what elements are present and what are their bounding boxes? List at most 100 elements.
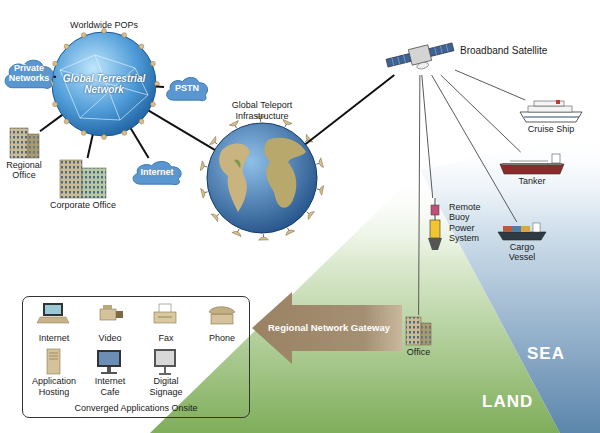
- application-item: Phone: [197, 301, 247, 345]
- teleport-globe-part: [234, 159, 241, 168]
- satellite-dish: [280, 119, 292, 129]
- satellite-dish: [316, 184, 324, 195]
- node-label: Global Teleport Infrastructure: [220, 100, 304, 121]
- network-link: [156, 86, 164, 88]
- application-item: Internet: [29, 301, 79, 345]
- node-label: Regional Network Gateway: [268, 323, 390, 334]
- dish-post: [238, 229, 239, 232]
- dish-post: [263, 234, 264, 237]
- applications-box: Converged Applications Onsite InternetVid…: [22, 296, 250, 418]
- ship-node: Cruise Ship: [520, 100, 582, 122]
- dish-bowl: [306, 210, 314, 220]
- node-label: Phone: [197, 333, 247, 343]
- building-node: Regional Office: [8, 128, 40, 158]
- corporate-office-building: [60, 160, 106, 198]
- cafe-computer-icon-part: [107, 367, 111, 372]
- satellite-dish: [304, 208, 315, 220]
- regional-office-building-part: [10, 128, 28, 158]
- satellite-dish: [232, 227, 244, 237]
- building-node: Corporate Office: [58, 158, 108, 198]
- satellite-dish: [211, 210, 222, 222]
- node-label: Global Terrestrial Network: [62, 73, 146, 96]
- fax-icon: [154, 304, 176, 323]
- network-cloud: Internet: [130, 158, 184, 186]
- tanker-ship-part: [510, 161, 548, 162]
- terrestrial-globe-node: Worldwide POPsGlobal Terrestrial Network: [52, 32, 156, 136]
- buoy-part: [431, 205, 439, 215]
- signage-icon-part: [159, 373, 171, 375]
- office-building-part: [406, 317, 421, 345]
- regional-office-building-part: [10, 128, 28, 158]
- dish-bowl: [258, 237, 268, 240]
- building-node: Office: [405, 315, 432, 345]
- video-camera-icon-part: [100, 309, 116, 320]
- sea-label: SEA: [527, 344, 565, 364]
- dish-post: [215, 142, 217, 144]
- node-label: Cruise Ship: [528, 124, 575, 134]
- dish-bowl: [201, 188, 206, 198]
- teleport-globe-part: [264, 138, 306, 208]
- node-label: Remote Buoy Power System: [449, 202, 495, 243]
- node-label: PSTN: [175, 83, 199, 93]
- cargo-vessel-part: [533, 223, 540, 232]
- application-item: Internet Cafe: [85, 347, 135, 399]
- node-label: Fax: [141, 333, 191, 343]
- buoy-part: [428, 238, 442, 250]
- node-label: Internet: [140, 167, 173, 177]
- dish-bowl: [318, 158, 323, 168]
- regional-office-building: [10, 128, 39, 158]
- satellite-part: [392, 44, 448, 65]
- cafe-computer-icon-part: [101, 372, 117, 374]
- cargo-vessel-part: [521, 226, 530, 232]
- dish-bowl: [229, 121, 239, 128]
- network-link: [40, 115, 62, 131]
- buoy-part: [430, 220, 440, 238]
- satellite-dish: [283, 226, 295, 236]
- cruise-ship-part: [528, 106, 572, 112]
- node-label: Regional Office: [1, 160, 47, 181]
- video-camera-icon-part: [103, 305, 112, 309]
- node-label: Corporate Office: [50, 200, 116, 210]
- cruise-ship-part: [556, 100, 560, 104]
- corporate-office-building-part: [60, 160, 82, 198]
- satellite-dish: [200, 161, 208, 172]
- cafe-computer-icon-part: [97, 350, 121, 367]
- cruise-ship-part: [524, 117, 579, 118]
- server-icon-part: [47, 349, 60, 374]
- satellite-part: [408, 45, 431, 65]
- node-label: Converged Applications Onsite: [23, 403, 249, 413]
- cruise-ship-part: [534, 101, 564, 106]
- buoy: [428, 198, 442, 250]
- pop-dot: [64, 44, 69, 49]
- office-building: [406, 317, 431, 345]
- signage-icon-part: [154, 349, 176, 367]
- network-link: [305, 75, 394, 144]
- corporate-office-building-part: [82, 168, 106, 198]
- tanker-ship-part: [552, 154, 560, 163]
- node-label: Video: [85, 333, 135, 343]
- network-link: [149, 111, 215, 150]
- corporate-office-building-part: [60, 160, 82, 198]
- node-label: Cargo Vessel: [500, 242, 544, 263]
- network-link: [131, 129, 149, 159]
- cafe-computer-icon-part: [99, 352, 119, 365]
- video-camera-icon-part: [116, 311, 123, 318]
- application-item: Video: [85, 301, 135, 345]
- corporate-office-building-part: [82, 168, 106, 198]
- fax-icon-part: [154, 312, 176, 323]
- terrestrial-globe-part: [52, 32, 156, 136]
- satellite-link: [432, 75, 517, 222]
- cloud-outline: [167, 77, 208, 100]
- fax-icon-part: [158, 317, 172, 318]
- application-item: Application Hosting: [29, 347, 79, 399]
- pop-dot: [139, 44, 144, 49]
- laptop-icon-part: [45, 305, 61, 314]
- pop-dot: [122, 33, 127, 38]
- dish-post: [285, 124, 286, 127]
- pop-dot: [102, 135, 107, 140]
- dish-bowl: [211, 212, 220, 222]
- laptop-icon: [37, 303, 69, 323]
- tanker-ship-part: [502, 163, 562, 165]
